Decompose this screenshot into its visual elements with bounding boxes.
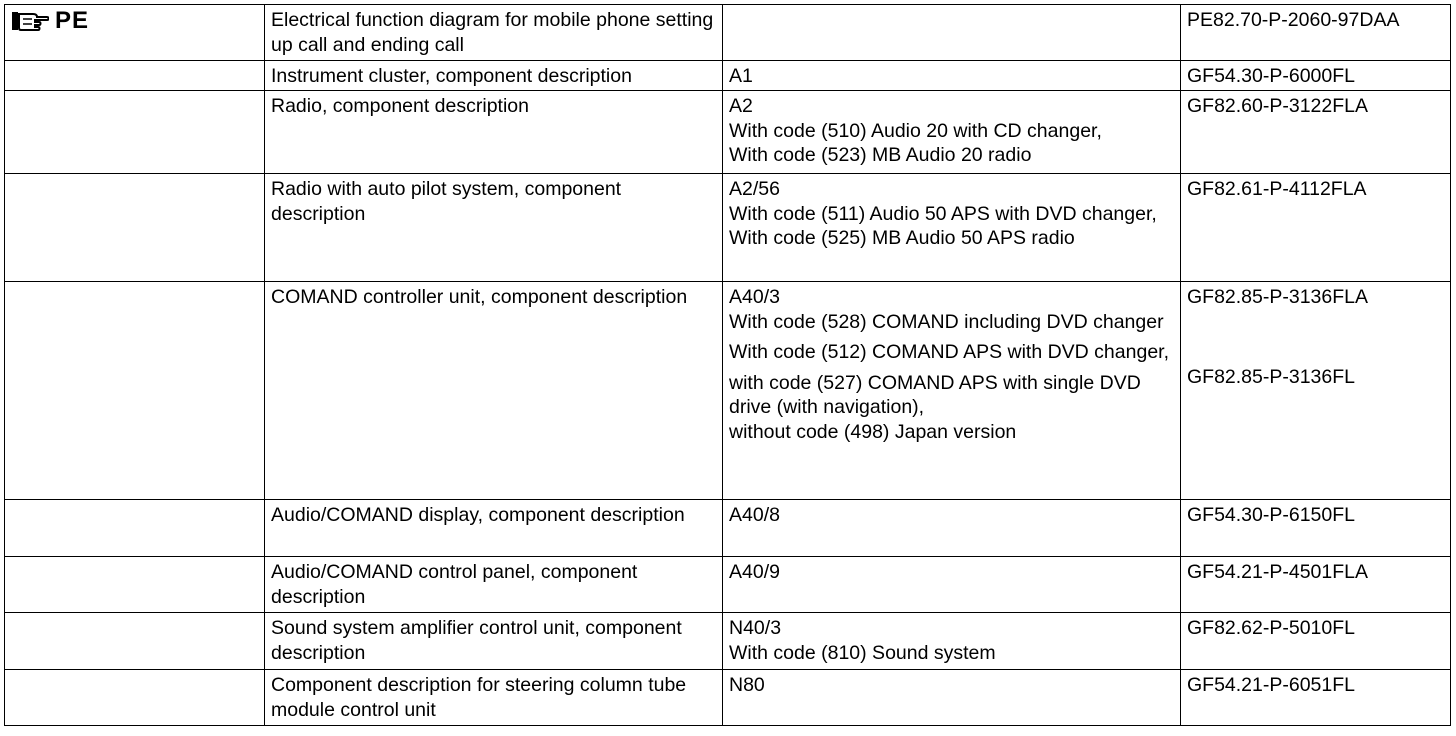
reference-text: GF82.61-P-4112FLA [1187, 178, 1367, 200]
description-cell: Sound system amplifier control unit, com… [264, 612, 723, 670]
section-cell [4, 90, 265, 174]
reference-cell: GF54.21-P-4501FLA [1180, 556, 1451, 613]
description-text: Sound system amplifier control unit, com… [271, 617, 682, 664]
description-cell: COMAND controller unit, component descri… [264, 281, 723, 500]
section-mark: PE [11, 8, 258, 34]
reference-text: GF54.30-P-6000FL [1187, 65, 1356, 87]
pointing-hand-icon [11, 10, 49, 32]
section-cell [4, 499, 265, 557]
code-line: A2 [729, 95, 753, 117]
code-line: With code (512) COMAND APS with DVD chan… [729, 341, 1169, 363]
description-cell: Audio/COMAND control panel, component de… [264, 556, 723, 613]
code-line: without code (498) Japan version [729, 420, 1017, 443]
reference-text: GF82.85-P-3136FL [1187, 365, 1356, 388]
description-text: Electrical function diagram for mobile p… [271, 9, 714, 56]
reference-text: GF54.30-P-6150FL [1187, 504, 1356, 526]
code-line: A2/56 [729, 178, 780, 200]
reference-table: PE Electrical function diagram for mobil… [4, 4, 1451, 726]
code-cell: A2/56 With code (511) Audio 50 APS with … [722, 173, 1181, 282]
reference-text: GF82.60-P-3122FLA [1187, 95, 1369, 117]
reference-text: GF54.21-P-6051FL [1187, 674, 1356, 696]
table-row: Audio/COMAND display, component descript… [4, 499, 1451, 557]
table-row: Radio, component description A2 With cod… [4, 90, 1451, 174]
description-cell: Radio, component description [264, 90, 723, 174]
code-cell: A2 With code (510) Audio 20 with CD chan… [722, 90, 1181, 174]
section-label: PE [55, 7, 90, 34]
table-row: PE Electrical function diagram for mobil… [4, 4, 1451, 61]
table-row: Instrument cluster, component descriptio… [4, 60, 1451, 91]
section-cell [4, 669, 265, 726]
code-line: N80 [729, 674, 765, 696]
reference-text: GF82.62-P-5010FL [1187, 617, 1356, 639]
code-line: With code (525) MB Audio 50 APS radio [729, 227, 1075, 249]
description-text: Radio with auto pilot system, component … [271, 178, 622, 225]
table-row: COMAND controller unit, component descri… [4, 281, 1451, 500]
code-line: With code (810) Sound system [729, 641, 996, 664]
reference-cell: PE82.70-P-2060-97DAA [1180, 4, 1451, 61]
reference-cell: GF54.30-P-6150FL [1180, 499, 1451, 557]
reference-cell: GF82.85-P-3136FLA GF82.85-P-3136FL [1180, 281, 1451, 500]
reference-cell: GF54.30-P-6000FL [1180, 60, 1451, 91]
table-row: Audio/COMAND control panel, component de… [4, 556, 1451, 613]
table-row: Sound system amplifier control unit, com… [4, 612, 1451, 670]
code-cell: A40/9 [722, 556, 1181, 613]
reference-cell: GF82.62-P-5010FL [1180, 612, 1451, 670]
table-row: Radio with auto pilot system, component … [4, 173, 1451, 282]
code-cell: N80 [722, 669, 1181, 726]
reference-text: GF82.85-P-3136FLA [1187, 286, 1369, 308]
description-text: Component description for steering colum… [271, 674, 687, 721]
description-cell: Electrical function diagram for mobile p… [264, 4, 723, 61]
code-line: A40/8 [729, 504, 780, 526]
code-cell [722, 4, 1181, 61]
code-line: A40/3 [729, 286, 780, 308]
reference-text: PE82.70-P-2060-97DAA [1187, 9, 1400, 31]
code-line: With code (523) MB Audio 20 radio [729, 144, 1032, 166]
reference-cell: GF82.61-P-4112FLA [1180, 173, 1451, 282]
code-cell: N40/3 With code (810) Sound system [722, 612, 1181, 670]
code-line: A1 [729, 65, 753, 87]
table-row: Component description for steering colum… [4, 669, 1451, 726]
section-cell: PE [4, 4, 265, 61]
section-cell [4, 612, 265, 670]
section-cell [4, 60, 265, 91]
code-cell: A40/3 With code (528) COMAND including D… [722, 281, 1181, 500]
code-line: with code (527) COMAND APS with single D… [729, 371, 1141, 419]
reference-cell: GF82.60-P-3122FLA [1180, 90, 1451, 174]
section-cell [4, 173, 265, 282]
code-cell: A40/8 [722, 499, 1181, 557]
reference-text: GF54.21-P-4501FLA [1187, 561, 1369, 583]
description-text: Instrument cluster, component descriptio… [271, 65, 632, 87]
description-cell: Instrument cluster, component descriptio… [264, 60, 723, 91]
description-text: Audio/COMAND display, component descript… [271, 504, 685, 526]
description-cell: Component description for steering colum… [264, 669, 723, 726]
code-line: N40/3 [729, 617, 782, 639]
description-text: COMAND controller unit, component descri… [271, 286, 688, 308]
description-text: Radio, component description [271, 95, 529, 117]
section-cell [4, 556, 265, 613]
reference-cell: GF54.21-P-6051FL [1180, 669, 1451, 726]
code-line: With code (511) Audio 50 APS with DVD ch… [729, 202, 1157, 225]
description-cell: Audio/COMAND display, component descript… [264, 499, 723, 557]
code-line: A40/9 [729, 561, 780, 583]
description-text: Audio/COMAND control panel, component de… [271, 561, 638, 608]
description-cell: Radio with auto pilot system, component … [264, 173, 723, 282]
code-cell: A1 [722, 60, 1181, 91]
code-line: With code (528) COMAND including DVD cha… [729, 310, 1164, 333]
section-cell [4, 281, 265, 500]
code-line: With code (510) Audio 20 with CD changer… [729, 119, 1102, 142]
